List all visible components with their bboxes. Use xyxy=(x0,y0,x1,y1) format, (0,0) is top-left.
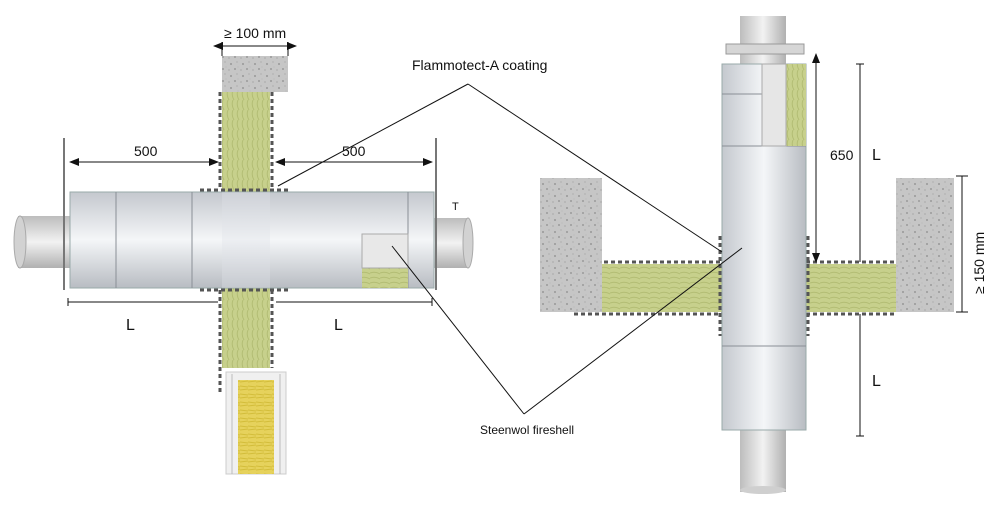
floor-mineral-wool-right xyxy=(804,264,896,312)
fireshell-leader-left xyxy=(391,245,525,415)
wall-mineral-wool-lower xyxy=(222,288,270,368)
concrete-block-right xyxy=(896,178,954,312)
l-lower-label: L xyxy=(872,373,881,390)
wall-width-label: ≥ 100 mm xyxy=(224,25,286,41)
l-upper-label: L xyxy=(872,147,881,164)
dim-500-right-label: 500 xyxy=(342,143,366,159)
fireshell-cutaway-left xyxy=(362,268,408,288)
floor-thickness-label: ≥ 150 mm xyxy=(971,232,987,294)
pipe-top-end xyxy=(740,16,786,64)
marker-t-label: T xyxy=(452,201,459,213)
pipe-right-end xyxy=(432,218,468,268)
l-left-label: L xyxy=(126,317,135,334)
wall-penetration-view: ≥ 100 mm 500 500 T L L xyxy=(13,25,474,475)
pipe-clamp xyxy=(725,43,805,55)
fireshell-cutaway-right xyxy=(786,64,806,146)
coating-leader-right xyxy=(467,83,723,253)
dim-500-left-label: 500 xyxy=(134,143,158,159)
floor-penetration-view: 650 L L ≥ 150 mm xyxy=(540,16,987,494)
concrete-block-left xyxy=(540,178,602,312)
fireshell-leader-right xyxy=(523,247,743,415)
l-right-label: L xyxy=(334,317,343,334)
floor-mineral-wool-left xyxy=(602,264,724,312)
dim-650-label: 650 xyxy=(830,147,854,163)
pipe-bottom-end xyxy=(740,428,786,492)
wall-mineral-wool-upper xyxy=(222,92,270,192)
fireshell-label: Steenwol fireshell xyxy=(480,423,574,437)
coating-label: Flammotect-A coating xyxy=(412,57,547,73)
coating-leader-left xyxy=(277,83,469,187)
concrete-block-top xyxy=(222,56,288,92)
callouts: Flammotect-A coating Steenwol fireshell xyxy=(277,57,743,437)
